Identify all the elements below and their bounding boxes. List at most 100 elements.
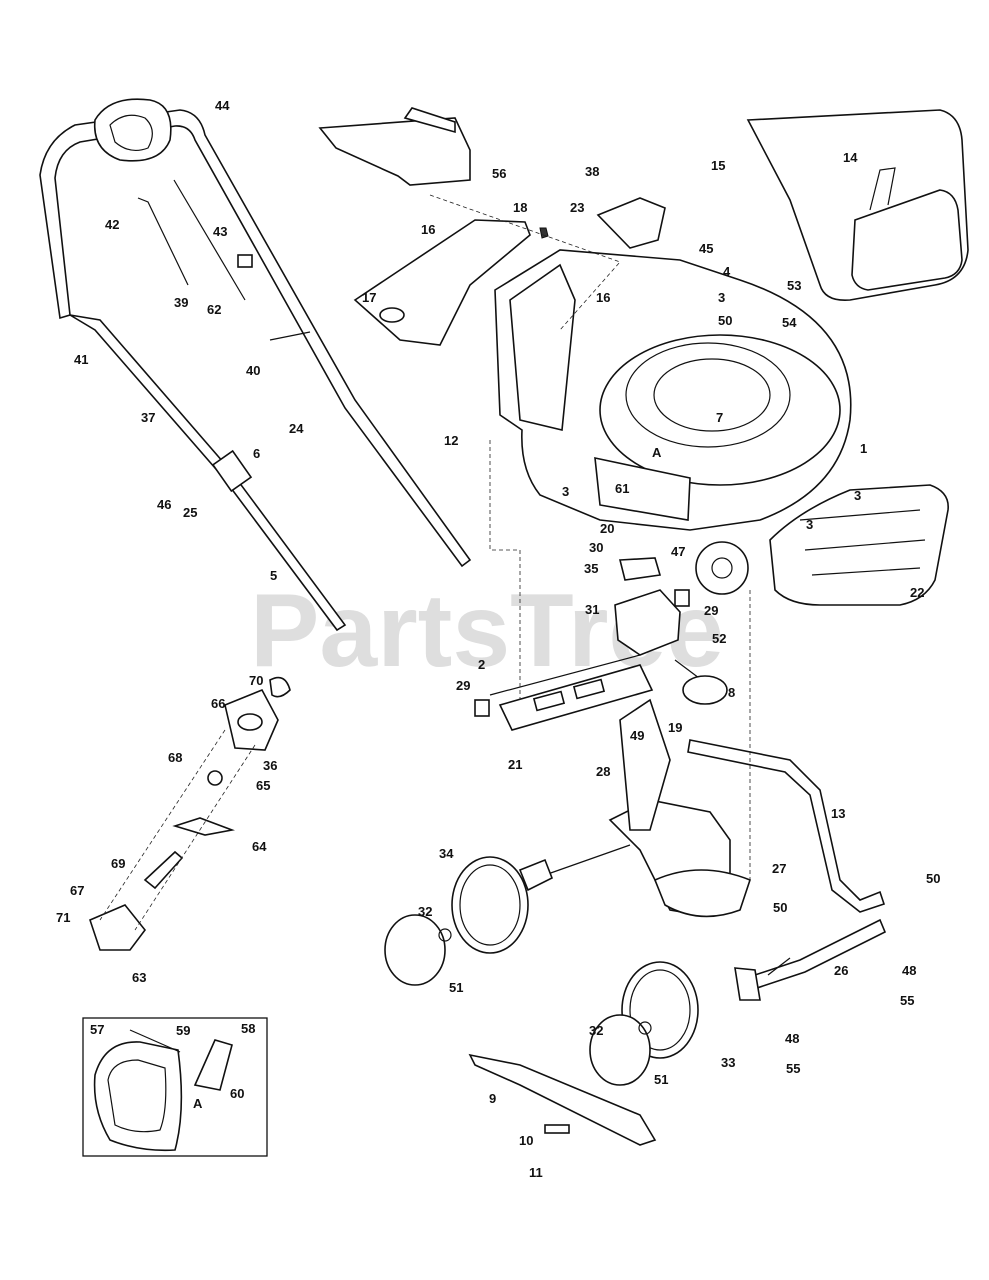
part-label: 19 bbox=[668, 720, 682, 735]
part-label: 24 bbox=[289, 421, 304, 436]
part-label: 16 bbox=[596, 290, 610, 305]
part-label: 39 bbox=[174, 295, 188, 310]
inset-box: 57 A bbox=[82, 1017, 268, 1157]
lower-handle bbox=[69, 314, 347, 632]
part-label: 20 bbox=[600, 521, 614, 536]
part-label: 27 bbox=[772, 861, 786, 876]
part-label: 48 bbox=[902, 963, 916, 978]
part-label: 40 bbox=[246, 363, 260, 378]
part-label: 7 bbox=[716, 410, 723, 425]
part-label: 34 bbox=[439, 846, 454, 861]
part-label: 11 bbox=[529, 1165, 543, 1180]
discharge-chute bbox=[318, 107, 471, 186]
upper-handle bbox=[39, 98, 472, 568]
part-label: 54 bbox=[782, 315, 797, 330]
part-label: 51 bbox=[449, 980, 463, 995]
part-label: 15 bbox=[711, 158, 725, 173]
part-label: 18 bbox=[513, 200, 527, 215]
part-label: 46 bbox=[157, 497, 171, 512]
part-label: 16 bbox=[421, 222, 435, 237]
part-label: 53 bbox=[787, 278, 801, 293]
part-label: 55 bbox=[900, 993, 914, 1008]
part-label: 50 bbox=[773, 900, 787, 915]
part-label: 42 bbox=[105, 217, 119, 232]
part-label: 62 bbox=[207, 302, 221, 317]
part-label: 60 bbox=[230, 1086, 244, 1101]
svg-text:57: 57 bbox=[90, 1022, 104, 1037]
part-label: 65 bbox=[256, 778, 270, 793]
guide-lines bbox=[429, 194, 751, 880]
cable-rod bbox=[137, 179, 311, 341]
part-label: 6 bbox=[253, 446, 260, 461]
part-label: 31 bbox=[585, 602, 599, 617]
rear-wheel bbox=[384, 856, 554, 986]
part-label: 61 bbox=[615, 481, 629, 496]
part-label: 50 bbox=[926, 871, 940, 886]
deck-bracket bbox=[474, 589, 690, 731]
part-label: 25 bbox=[183, 505, 197, 520]
top-cover bbox=[596, 197, 666, 249]
front-baffle bbox=[769, 484, 949, 606]
part-label: 52 bbox=[712, 631, 726, 646]
rear-door bbox=[353, 219, 549, 346]
part-label: 56 bbox=[492, 166, 506, 181]
part-label: 69 bbox=[111, 856, 125, 871]
part-label: 30 bbox=[589, 540, 603, 555]
part-label: 1 bbox=[860, 441, 867, 456]
rear-shield bbox=[544, 698, 751, 918]
part-label: 29 bbox=[704, 603, 718, 618]
part-label: 43 bbox=[213, 224, 227, 239]
reference-mark-a: A bbox=[652, 445, 662, 460]
transmission bbox=[489, 541, 749, 705]
part-label: 38 bbox=[585, 164, 599, 179]
part-label: 63 bbox=[132, 970, 146, 985]
part-label: 36 bbox=[263, 758, 277, 773]
part-label: 23 bbox=[570, 200, 584, 215]
part-label: 44 bbox=[215, 98, 230, 113]
part-label: 71 bbox=[56, 910, 70, 925]
drive-control bbox=[89, 676, 291, 951]
part-label: 35 bbox=[584, 561, 598, 576]
part-label: 66 bbox=[211, 696, 225, 711]
part-label: 8 bbox=[728, 685, 735, 700]
front-wheel bbox=[589, 961, 699, 1086]
part-label: 5 bbox=[270, 568, 277, 583]
part-label: 4 bbox=[723, 264, 731, 279]
part-label: 3 bbox=[854, 488, 861, 503]
part-label: 55 bbox=[786, 1061, 800, 1076]
part-label: 3 bbox=[562, 484, 569, 499]
blade bbox=[468, 1053, 657, 1146]
part-label: 50 bbox=[718, 313, 732, 328]
part-label: 14 bbox=[843, 150, 858, 165]
part-label: 59 bbox=[176, 1023, 190, 1038]
part-label: 51 bbox=[654, 1072, 668, 1087]
part-label: 10 bbox=[519, 1133, 533, 1148]
front-axle bbox=[687, 739, 887, 1001]
part-label: 64 bbox=[252, 839, 267, 854]
part-label: 9 bbox=[489, 1091, 496, 1106]
part-label: 41 bbox=[74, 352, 88, 367]
part-label: 13 bbox=[831, 806, 845, 821]
part-label: 29 bbox=[456, 678, 470, 693]
part-label: 37 bbox=[141, 410, 155, 425]
part-label: 17 bbox=[362, 290, 376, 305]
part-label: 32 bbox=[589, 1023, 603, 1038]
part-label: 68 bbox=[168, 750, 182, 765]
part-label: 58 bbox=[241, 1021, 255, 1036]
part-label: 26 bbox=[834, 963, 848, 978]
part-label: 48 bbox=[785, 1031, 799, 1046]
part-label: 21 bbox=[508, 757, 522, 772]
part-label: 70 bbox=[249, 673, 263, 688]
part-label: 28 bbox=[596, 764, 610, 779]
part-label: 45 bbox=[699, 241, 713, 256]
part-label: 22 bbox=[910, 585, 924, 600]
part-label: 32 bbox=[418, 904, 432, 919]
part-label: 49 bbox=[630, 728, 644, 743]
mower-deck bbox=[494, 249, 852, 531]
grass-bag bbox=[746, 109, 969, 302]
part-label: 33 bbox=[721, 1055, 735, 1070]
part-label: 2 bbox=[478, 657, 485, 672]
part-label: 47 bbox=[671, 544, 685, 559]
